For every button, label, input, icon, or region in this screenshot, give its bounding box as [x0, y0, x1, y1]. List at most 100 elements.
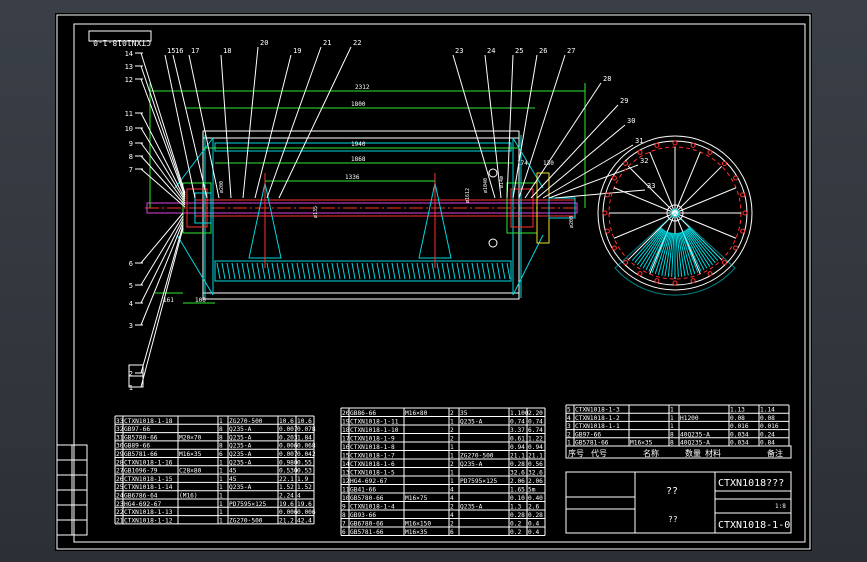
table-cell: 40Q235-A — [680, 431, 710, 438]
inner-frame — [73, 23, 806, 543]
table-cell: 6 — [450, 529, 454, 536]
table-cell: PD7595×125 — [460, 478, 498, 485]
part-label-left: 2 — [129, 370, 133, 378]
table-cell: CTXN1018-1-13 — [124, 509, 173, 516]
table-cell: 1 — [567, 440, 571, 447]
table-cell: 19 — [342, 419, 350, 426]
table-cell: ZG270-500 — [229, 418, 263, 425]
table-cell: Q235-A — [460, 461, 483, 468]
title-unknown-2: ?? — [668, 515, 678, 524]
table-cell: 24 — [116, 493, 124, 500]
table-cell: 2.6 — [528, 504, 539, 511]
table-cell: 45 — [229, 468, 237, 475]
table-cell: 0.28 — [510, 461, 525, 468]
table-cell: CTXN1018-1-14 — [124, 484, 173, 491]
table-cell: 0.08 — [730, 415, 745, 422]
table-cell: 0.94 — [528, 444, 543, 451]
table-cell: GB93-66 — [350, 512, 376, 519]
table-cell: 1.9 — [297, 476, 308, 483]
part-label-left: 9 — [129, 140, 133, 148]
table-cell: 8 — [219, 426, 223, 433]
table-cell: GB89-66 — [124, 443, 150, 450]
table-cell: 8 — [670, 440, 674, 447]
table-cell: 10.6 — [279, 418, 294, 425]
outer-frame — [56, 14, 811, 550]
drum-shell — [202, 130, 520, 300]
table-cell: 1 — [670, 407, 674, 414]
table-cell: 1.3 — [510, 504, 521, 511]
table-cell: 1 — [219, 501, 223, 508]
table-cell: 1 — [450, 419, 454, 426]
table-cell: Q235-A — [229, 434, 252, 441]
table-cell: ZG270-500 — [460, 453, 494, 460]
part-label-top: 26 — [539, 47, 547, 55]
table-cell: 0.006 — [297, 509, 316, 516]
table-cell: 1.14 — [760, 407, 775, 414]
table-cell: 32.6 — [510, 470, 525, 477]
table-cell: 0.980 — [279, 459, 298, 466]
table-cell: 1 — [670, 415, 674, 422]
table-cell: Q235-A — [229, 459, 252, 466]
part-label-left: 13 — [125, 63, 133, 71]
table-cell: 0.2 — [510, 521, 521, 528]
table-cell: 0.56 — [528, 461, 543, 468]
part-label-top: 22 — [353, 39, 361, 47]
dim-text-1800: 1800 — [351, 101, 366, 108]
part-label-left: 12 — [125, 76, 133, 84]
part-label-left: 4 — [129, 300, 133, 308]
table-cell: Q235-A — [229, 451, 252, 458]
dim-text-100: 100 — [195, 297, 206, 304]
table-cell: 0.74 — [528, 419, 543, 426]
table-cell: GB5780-66 — [350, 495, 384, 502]
part-label-top: 29 — [620, 97, 628, 105]
table-cell: CTXN1018-1-16 — [124, 459, 173, 466]
table-cell: 32 — [116, 426, 124, 433]
shaft-end — [548, 197, 576, 219]
table-cell: 8 — [219, 443, 223, 450]
part-label-top: 19 — [293, 47, 301, 55]
table-cell: CTXN1018-1-4 — [350, 504, 395, 511]
table-cell: 0.042 — [297, 451, 316, 458]
table-cell: 45 — [229, 476, 237, 483]
part-label-left: 3 — [129, 322, 133, 330]
table-cell: 9 — [342, 504, 346, 511]
table-cell: CTXN1018-1-3 — [575, 407, 620, 414]
table-cell: 11 — [342, 487, 350, 494]
table-cell: 0.4 — [528, 529, 539, 536]
table-cell: 0.530 — [279, 468, 298, 475]
table-cell: CTXN1018-1-7 — [350, 453, 395, 460]
table-cell: GB86-66 — [350, 410, 376, 417]
table-cell: 4 — [450, 487, 454, 494]
table-cell: 29 — [116, 451, 124, 458]
table-cell: 42.4 — [297, 517, 312, 524]
svg-text:序号: 序号 — [568, 448, 584, 458]
table-cell: 4 — [297, 493, 301, 500]
table-cell: Q235-A — [460, 504, 483, 511]
table-cell: 0.006 — [279, 443, 298, 450]
table-cell: 17 — [342, 436, 350, 443]
table-cell: 1 — [450, 444, 454, 451]
table-cell: GB6786-64 — [124, 493, 158, 500]
table-cell: 0.034 — [730, 440, 749, 447]
drawing-sheet: CTXN1018-1-0 — [55, 13, 812, 551]
table-cell: 0.10 — [510, 495, 525, 502]
title-unknown-1: ?? — [666, 486, 678, 497]
table-cell: GB5781-66 — [575, 440, 609, 447]
table-cell: 18 — [342, 427, 350, 434]
part-label-top: 18 — [223, 47, 231, 55]
table-cell: 21 — [116, 517, 124, 524]
part-label-left: 10 — [125, 125, 133, 133]
table-cell: M20×70 — [179, 434, 202, 441]
table-cell: M16×35 — [405, 529, 428, 536]
table-cell: Q235-A — [229, 426, 252, 433]
drawing-canvas: CTXN1018-1-0 — [56, 14, 811, 550]
table-cell: ZG270-500 — [229, 517, 263, 524]
table-cell: 27 — [116, 468, 124, 475]
table-cell: 0.08 — [760, 415, 775, 422]
svg-text:ø14ø: ø14ø — [499, 176, 505, 188]
dim-text-1868: 1868 — [351, 156, 366, 163]
end-view — [597, 135, 753, 296]
table-cell: 1 — [219, 484, 223, 491]
table-cell: GB1096-79 — [124, 468, 158, 475]
